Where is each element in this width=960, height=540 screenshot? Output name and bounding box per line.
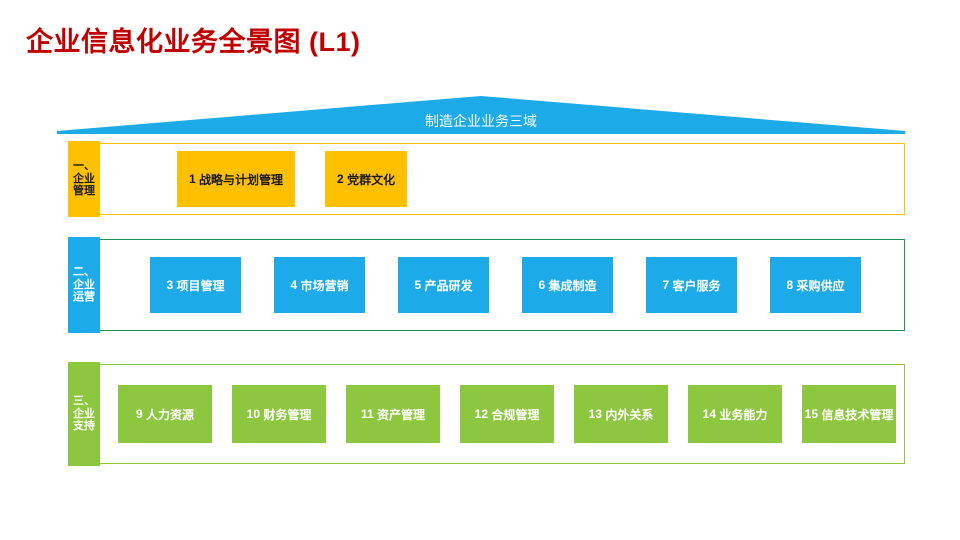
- card-human-resources[interactable]: 9 人力资源: [118, 385, 212, 443]
- card-label: 合规管理: [491, 407, 540, 422]
- card-marketing[interactable]: 4 市场营销: [274, 257, 365, 313]
- roof-shape-icon: [57, 96, 905, 134]
- row-tab-line-3: 支持: [73, 420, 95, 433]
- card-number: 6: [538, 278, 546, 292]
- row-support: 三、 企业 支持 9 人力资源 10 财务管理 11 资产管理 12 合规管理 …: [68, 362, 905, 466]
- card-number: 15: [804, 407, 818, 421]
- row-operation: 二、 企业 运营 3 项目管理 4 市场营销 5 产品研发 6 集成制造 7 客…: [68, 237, 905, 333]
- row-tab-line-1: 一、: [73, 159, 95, 172]
- card-asset-management[interactable]: 11 资产管理: [346, 385, 440, 443]
- card-finance-management[interactable]: 10 财务管理: [232, 385, 326, 443]
- row-panel-management: 1 战略与计划管理 2 党群文化: [100, 143, 905, 215]
- row-tab-line-2: 企业: [73, 172, 95, 185]
- roof-banner: 制造企业业务三域: [57, 96, 905, 134]
- card-number: 10: [246, 407, 260, 421]
- card-number: 2: [337, 172, 344, 186]
- row-panel-operation: 3 项目管理 4 市场营销 5 产品研发 6 集成制造 7 客户服务 8 采购供…: [100, 239, 905, 331]
- row-tab-management[interactable]: 一、 企业 管理: [68, 141, 100, 217]
- card-label: 信息技术管理: [821, 407, 894, 422]
- card-number: 7: [662, 278, 670, 292]
- card-number: 8: [786, 278, 794, 292]
- card-number: 5: [414, 278, 422, 292]
- card-label: 集成制造: [548, 278, 597, 293]
- card-label: 财务管理: [263, 407, 312, 422]
- card-number: 13: [588, 407, 602, 421]
- card-customer-service[interactable]: 7 客户服务: [646, 257, 737, 313]
- row-tab-line-2: 企业: [73, 278, 95, 291]
- card-list-operation: 3 项目管理 4 市场营销 5 产品研发 6 集成制造 7 客户服务 8 采购供…: [150, 257, 861, 313]
- card-label: 党群文化: [347, 172, 396, 187]
- card-label: 客户服务: [672, 278, 721, 293]
- card-list-support: 9 人力资源 10 财务管理 11 资产管理 12 合规管理 13 内外关系 1…: [118, 385, 896, 443]
- card-label: 内外关系: [605, 407, 654, 422]
- card-integrated-manufacturing[interactable]: 6 集成制造: [522, 257, 613, 313]
- card-number: 9: [135, 407, 143, 421]
- card-project-management[interactable]: 3 项目管理: [150, 257, 241, 313]
- card-strategy-plan-management[interactable]: 1 战略与计划管理: [177, 151, 296, 207]
- card-internal-external-relations[interactable]: 13 内外关系: [574, 385, 668, 443]
- card-label: 市场营销: [300, 278, 349, 293]
- card-label: 产品研发: [424, 278, 473, 293]
- card-label: 项目管理: [176, 278, 225, 293]
- card-number: 14: [702, 407, 716, 421]
- card-product-rnd[interactable]: 5 产品研发: [398, 257, 489, 313]
- card-label: 资产管理: [377, 407, 426, 422]
- card-procurement-supply[interactable]: 8 采购供应: [770, 257, 861, 313]
- row-panel-support: 9 人力资源 10 财务管理 11 资产管理 12 合规管理 13 内外关系 1…: [100, 364, 905, 464]
- row-management: 一、 企业 管理 1 战略与计划管理 2 党群文化: [68, 141, 905, 217]
- row-tab-line-2: 企业: [73, 407, 95, 420]
- roof-label: 制造企业业务三域: [425, 113, 537, 129]
- card-label: 采购供应: [796, 278, 845, 293]
- card-list-management: 1 战略与计划管理 2 党群文化: [177, 151, 408, 207]
- row-tab-line-1: 三、: [73, 394, 95, 407]
- page-title: 企业信息化业务全景图 (L1): [26, 27, 361, 57]
- card-label: 业务能力: [719, 407, 768, 422]
- card-number: 11: [360, 407, 374, 421]
- row-tab-operation[interactable]: 二、 企业 运营: [68, 237, 100, 333]
- card-business-capability[interactable]: 14 业务能力: [688, 385, 782, 443]
- card-label: 人力资源: [146, 407, 195, 422]
- row-tab-line-3: 管理: [73, 185, 95, 198]
- card-number: 3: [166, 278, 174, 292]
- row-tab-line-1: 二、: [73, 265, 95, 278]
- card-number: 4: [290, 278, 298, 292]
- card-label: 战略与计划管理: [199, 172, 284, 187]
- row-tab-line-3: 运营: [73, 291, 95, 304]
- card-number: 12: [474, 407, 488, 421]
- card-compliance-management[interactable]: 12 合规管理: [460, 385, 554, 443]
- card-party-culture[interactable]: 2 党群文化: [325, 151, 408, 207]
- card-it-management[interactable]: 15 信息技术管理: [802, 385, 896, 443]
- card-number: 1: [189, 172, 196, 186]
- row-tab-support[interactable]: 三、 企业 支持: [68, 362, 100, 466]
